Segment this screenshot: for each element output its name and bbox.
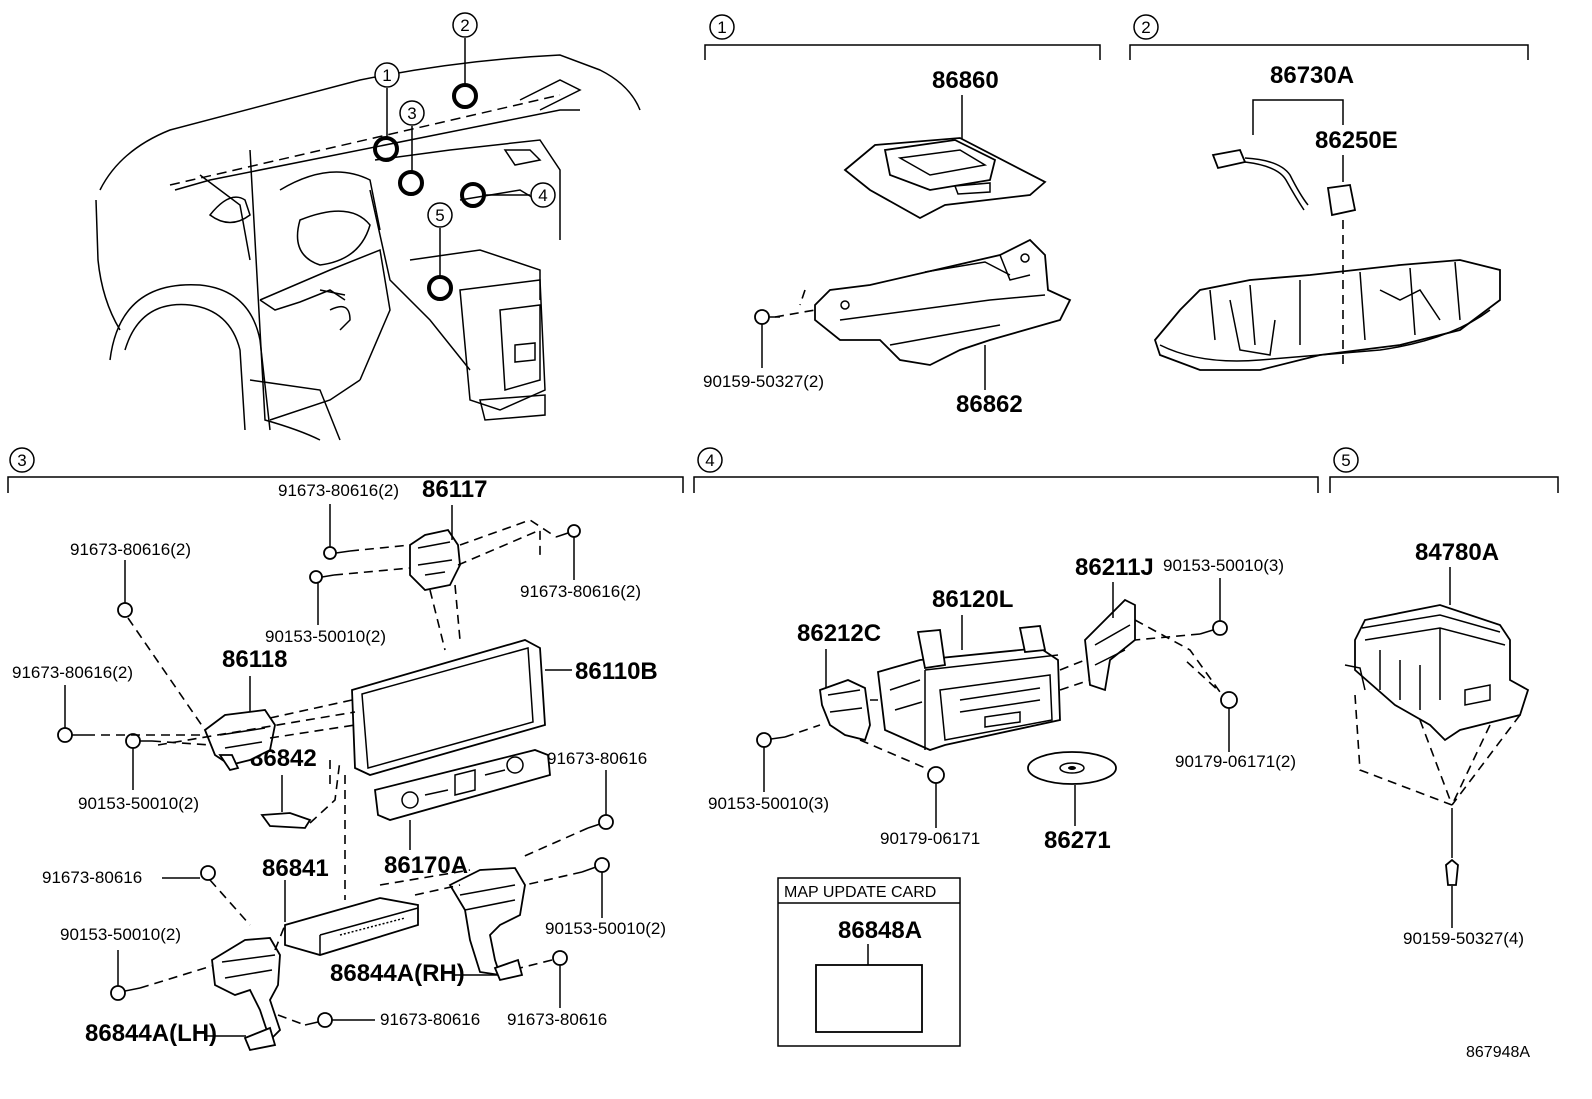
part-91673-80616-right-mid: 91673-80616 — [547, 749, 647, 768]
overview-marker-5: 5 — [427, 202, 453, 228]
part-86110B-display-drawing — [351, 639, 546, 776]
part-86848A-card-drawing — [815, 964, 923, 1033]
section-1: 1 86860 90159-50327(2) 86862 — [703, 14, 1101, 418]
bolt-90159-icon — [754, 309, 780, 325]
part-86117: 86117 — [422, 476, 487, 503]
part-90153-50010-2-right-low: 90153-50010(2) — [545, 919, 666, 938]
svg-text:5: 5 — [435, 206, 444, 225]
overview-marker-4: 4 — [530, 182, 556, 208]
part-86120L-head-unit-drawing — [877, 625, 1061, 751]
part-86842-drawing — [260, 812, 312, 829]
svg-text:3: 3 — [407, 104, 416, 123]
diagram-code: 867948A — [1466, 1044, 1530, 1061]
bolt-icon-right — [581, 814, 614, 873]
part-90159-50327-2: 90159-50327(2) — [703, 372, 824, 391]
section-2: 2 86730A 86250E — [1129, 14, 1529, 371]
part-91673-80616-2-top-left: 91673-80616(2) — [278, 481, 399, 500]
part-86860-drawing — [843, 137, 1047, 220]
part-86211J: 86211J — [1075, 554, 1154, 581]
section-3: 3 91673-80616(2) 86117 91673-80616(2) 90… — [7, 447, 684, 1052]
svg-text:2: 2 — [460, 16, 469, 35]
part-91673-80616-bottom-right: 91673-80616 — [507, 1010, 607, 1029]
svg-text:1: 1 — [382, 66, 391, 85]
part-86730A-drawing — [1211, 148, 1357, 217]
svg-text:2: 2 — [1141, 18, 1150, 37]
overview-marker-1: 1 — [374, 62, 400, 88]
part-86250E: 86250E — [1315, 127, 1398, 154]
part-86170A: 86170A — [384, 852, 468, 879]
part-86844A-RH-drawing — [448, 867, 526, 982]
overview-marker-3: 3 — [399, 100, 425, 126]
part-90153-50010-3-left: 90153-50010(3) — [708, 794, 829, 813]
overview-marker-2: 2 — [452, 12, 478, 38]
part-90179-06171-2: 90179-06171(2) — [1175, 752, 1296, 771]
part-84780A: 84780A — [1415, 539, 1499, 566]
part-86844A-RH: 86844A(RH) — [330, 960, 465, 987]
part-86271: 86271 — [1044, 827, 1111, 854]
section-2-number: 2 — [1133, 14, 1159, 40]
part-91673-80616-2-left-mid: 91673-80616(2) — [12, 663, 133, 682]
part-86120L: 86120L — [932, 586, 1013, 613]
part-86110B: 86110B — [575, 658, 658, 685]
part-86730A: 86730A — [1270, 62, 1354, 89]
part-90153-50010-3-top-right: 90153-50010(3) — [1163, 556, 1284, 575]
part-86212C: 86212C — [797, 620, 881, 647]
part-86862: 86862 — [956, 391, 1023, 418]
part-86271-disc-drawing — [1027, 751, 1117, 785]
part-86211J-drawing — [1084, 598, 1136, 692]
map-update-card-box: MAP UPDATE CARD 86848A — [777, 877, 961, 1047]
section-1-number: 1 — [709, 14, 735, 40]
part-86860: 86860 — [932, 67, 999, 94]
part-86118: 86118 — [222, 646, 287, 673]
vehicle-interior-overview: 1 2 3 4 5 — [95, 12, 641, 441]
svg-text:1: 1 — [717, 18, 726, 37]
part-90159-50327-4: 90159-50327(4) — [1403, 929, 1524, 948]
section-3-number: 3 — [9, 447, 35, 473]
svg-text:3: 3 — [17, 451, 26, 470]
part-90153-50010-2-top: 90153-50010(2) — [265, 627, 386, 646]
part-86841-module-drawing — [284, 897, 419, 956]
part-overhead-console-drawing — [1153, 259, 1501, 371]
section-5-number: 5 — [1333, 447, 1359, 473]
part-86844A-LH: 86844A(LH) — [85, 1020, 217, 1047]
part-86841: 86841 — [262, 855, 329, 882]
part-86848A: 86848A — [838, 917, 922, 944]
map-update-card-caption: MAP UPDATE CARD — [784, 884, 936, 901]
part-86862-drawing — [814, 238, 1072, 366]
part-84780A-module-drawing — [1344, 604, 1530, 742]
part-86212C-drawing — [819, 679, 871, 742]
svg-text:5: 5 — [1341, 451, 1350, 470]
section-5: 5 84780A 90159-50327(4) — [1329, 447, 1559, 948]
part-86118-drawing — [203, 709, 276, 772]
part-90153-50010-2-left-mid: 90153-50010(2) — [78, 794, 199, 813]
svg-text:4: 4 — [705, 451, 714, 470]
svg-text:4: 4 — [538, 186, 547, 205]
part-91673-80616-2-left-upper: 91673-80616(2) — [70, 540, 191, 559]
section-4: 4 86211J 90153-50010(3) 86120L 86212C 90… — [693, 447, 1319, 1047]
bolt-icon-5 — [1445, 858, 1459, 886]
section-4-number: 4 — [697, 447, 723, 473]
part-86844A-LH-drawing — [211, 937, 282, 1052]
part-90153-50010-2-left-low: 90153-50010(2) — [60, 925, 181, 944]
part-86170A-panel-drawing — [374, 749, 551, 821]
part-91673-80616-left-low: 91673-80616 — [42, 868, 142, 887]
part-91673-80616-bottom-mid: 91673-80616 — [380, 1010, 480, 1029]
part-90179-06171: 90179-06171 — [880, 829, 980, 848]
part-91673-80616-2-top-right: 91673-80616(2) — [520, 582, 641, 601]
